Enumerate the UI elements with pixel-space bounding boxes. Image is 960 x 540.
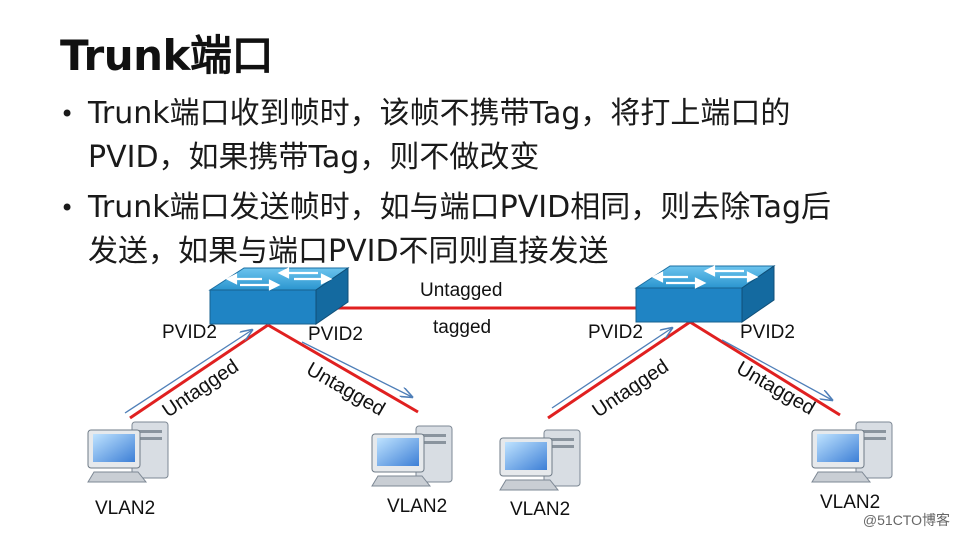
switch-right-port-left: PVID2 <box>588 322 643 343</box>
switch-right-icon <box>634 265 776 323</box>
watermark: @51CTO博客 <box>862 512 950 528</box>
access-label-3: Untagged <box>588 355 672 422</box>
bullet-2-line-2: 发送，如果与端口PVID不同则直接发送 <box>88 234 609 269</box>
bullet-list: • Trunk端口收到帧时，该帧不携带Tag，将打上端口的 PVID，如果携带T… <box>60 92 920 274</box>
flow-arrow-2 <box>301 341 412 397</box>
access-link-2 <box>267 323 419 414</box>
switch-left-port-right: PVID2 <box>308 324 363 345</box>
bullet-item-2: • Trunk端口发送帧时，如与端口PVID相同，则去除Tag后 发送，如果与端… <box>60 186 920 274</box>
flow-arrow-3 <box>551 328 672 409</box>
host-label-2: VLAN2 <box>387 496 447 517</box>
host-label-3: VLAN2 <box>510 499 570 520</box>
bullet-item-1: • Trunk端口收到帧时，该帧不携带Tag，将打上端口的 PVID，如果携带T… <box>60 92 920 180</box>
switch-left-port-left: PVID2 <box>162 322 217 343</box>
host-label-1: VLAN2 <box>95 498 155 519</box>
bullet-2-line-1: Trunk端口发送帧时，如与端口PVID相同，则去除Tag后 <box>88 190 831 225</box>
bullet-dot: • <box>60 194 75 222</box>
switch-left-icon <box>208 267 350 325</box>
flow-arrow-4 <box>721 339 832 400</box>
computer-icon-1 <box>87 421 169 483</box>
trunk-label-untagged: Untagged <box>420 280 502 301</box>
access-label-2: Untagged <box>303 358 389 420</box>
access-link-4 <box>689 320 841 417</box>
flow-arrow-1 <box>124 330 252 414</box>
host-label-4: VLAN2 <box>820 492 880 513</box>
computer-icon-2 <box>371 425 453 487</box>
switch-right-port-right: PVID2 <box>740 322 795 343</box>
slide-title: Trunk端口 <box>60 31 273 80</box>
bullet-1-line-2: PVID，如果携带Tag，则不做改变 <box>88 140 540 175</box>
bullet-1-line-1: Trunk端口收到帧时，该帧不携带Tag，将打上端口的 <box>88 96 791 131</box>
access-label-4: Untagged <box>733 357 819 419</box>
bullet-dot: • <box>60 100 75 128</box>
computer-icon-3 <box>499 429 581 491</box>
computer-icon-4 <box>811 421 893 483</box>
trunk-label-tagged: tagged <box>433 317 491 338</box>
